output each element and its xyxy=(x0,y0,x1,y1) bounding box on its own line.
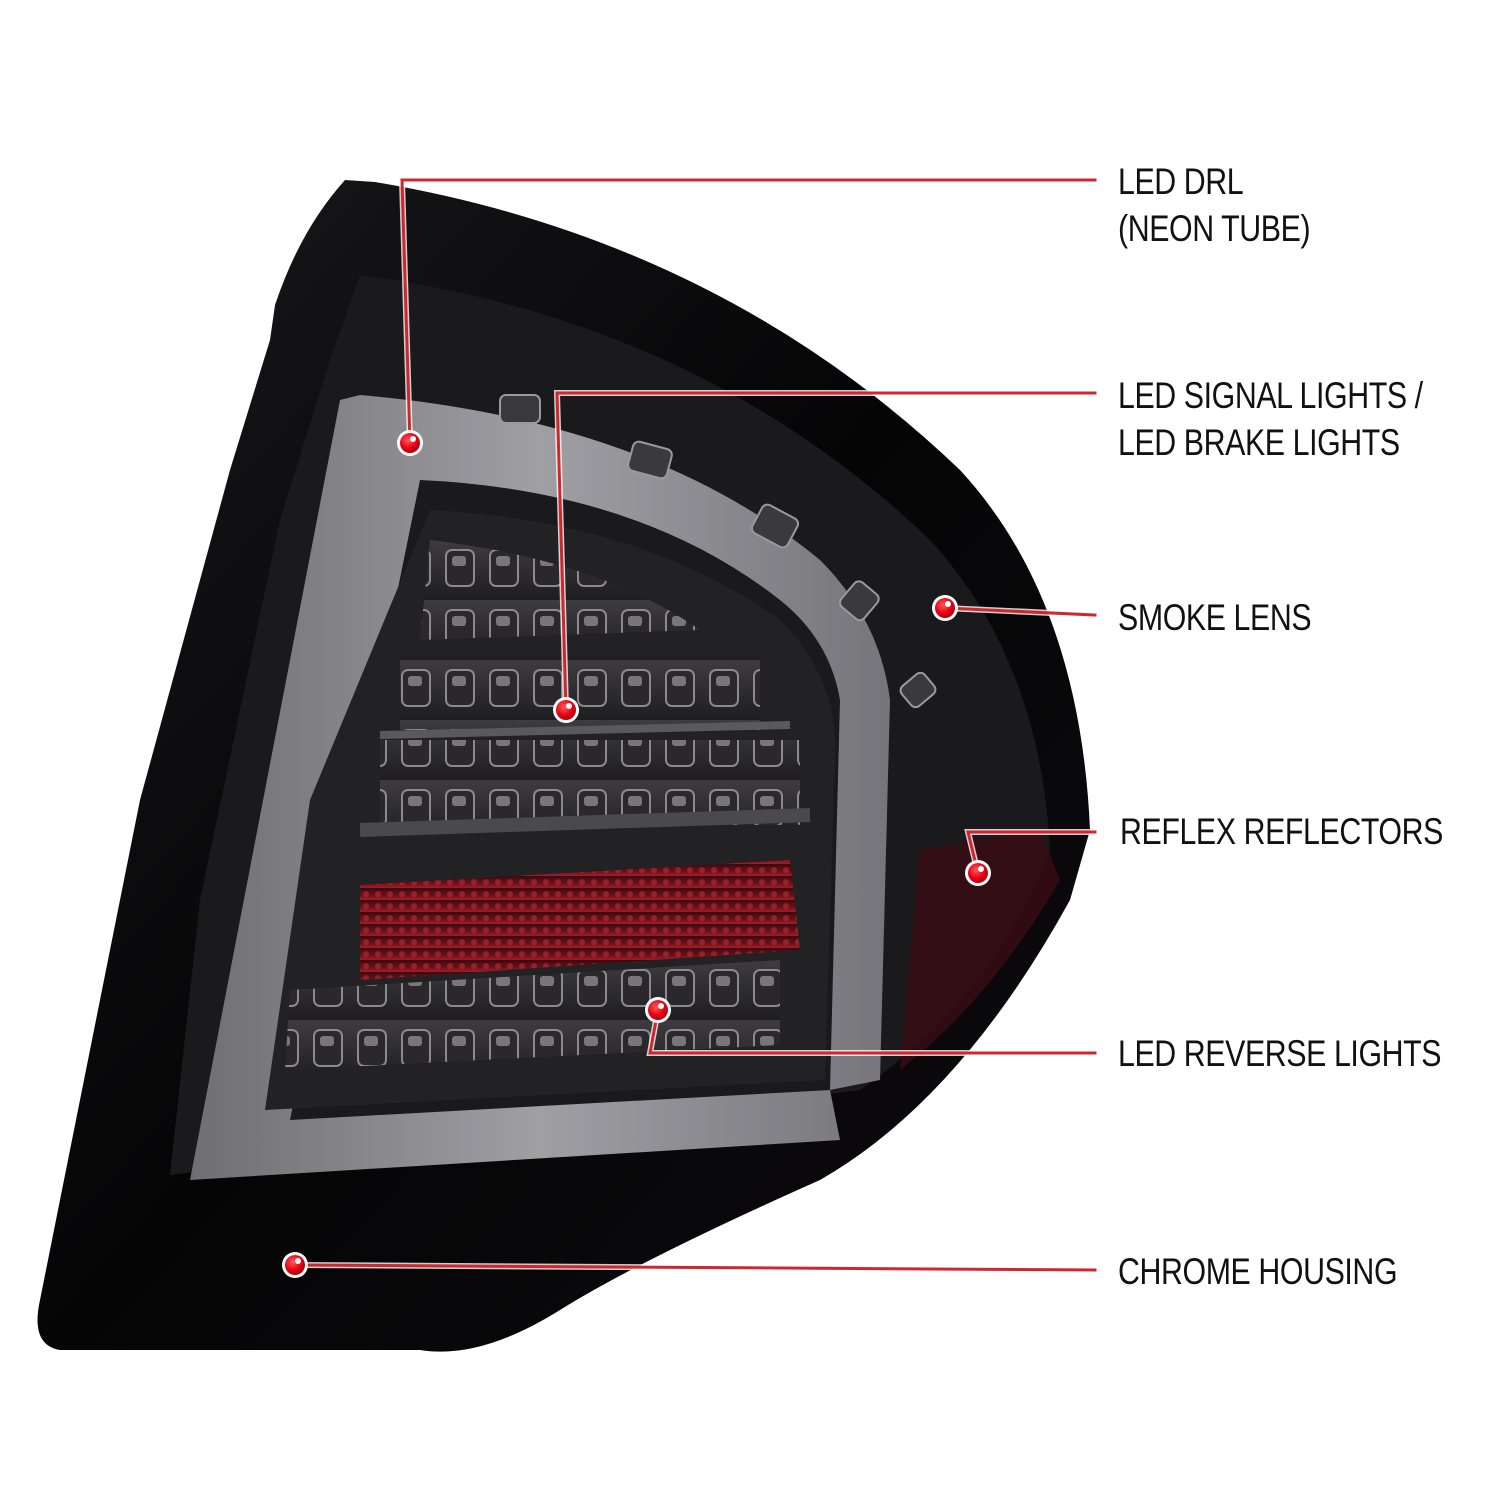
label-line: LED SIGNAL LIGHTS / xyxy=(1118,375,1423,416)
label-line: (NEON TUBE) xyxy=(1118,208,1311,249)
label-reflex-reflectors: REFLEX REFLECTORS xyxy=(1120,808,1443,855)
callout-dot-reflex xyxy=(965,860,991,886)
callout-line-smoke-lens xyxy=(943,606,1097,617)
led-divider xyxy=(359,808,811,837)
label-line: LED BRAKE LIGHTS xyxy=(1118,422,1400,463)
callout-line-reverse xyxy=(648,1008,1097,1055)
label-led-signal-brake: LED SIGNAL LIGHTS / LED BRAKE LIGHTS xyxy=(1118,372,1423,466)
label-line: SMOKE LENS xyxy=(1118,597,1312,638)
label-smoke-lens: SMOKE LENS xyxy=(1118,594,1312,641)
callout-dots xyxy=(282,430,991,1278)
led-reverse-row xyxy=(285,960,780,1070)
led-divider xyxy=(379,721,791,739)
label-line: CHROME HOUSING xyxy=(1118,1251,1398,1292)
callout-dot-reverse xyxy=(645,997,671,1023)
reflex-reflector-side xyxy=(900,830,1060,1070)
neon-tube xyxy=(190,395,890,1180)
callout-line-led-signal xyxy=(555,391,1097,712)
callout-line-reflex xyxy=(966,830,1097,875)
callout-dot-smoke-lens xyxy=(932,595,958,621)
callout-dot-led-signal xyxy=(553,697,579,723)
label-line: LED DRL xyxy=(1118,161,1244,202)
callout-dot-led-drl xyxy=(397,430,423,456)
label-line: LED REVERSE LIGHTS xyxy=(1118,1033,1442,1074)
callout-line-housing xyxy=(293,1263,1097,1272)
label-chrome-housing: CHROME HOUSING xyxy=(1118,1248,1398,1295)
reflex-reflector-strip xyxy=(360,860,800,980)
callout-line-led-drl xyxy=(400,178,1097,445)
upper-signal-segments xyxy=(499,394,937,709)
label-led-drl: LED DRL (NEON TUBE) xyxy=(1118,158,1311,252)
label-led-reverse-lights: LED REVERSE LIGHTS xyxy=(1118,1030,1442,1077)
callout-lines xyxy=(291,177,1099,1274)
led-row-1 xyxy=(400,650,760,730)
label-line: REFLEX REFLECTORS xyxy=(1120,811,1443,852)
callout-dot-housing xyxy=(282,1252,308,1278)
